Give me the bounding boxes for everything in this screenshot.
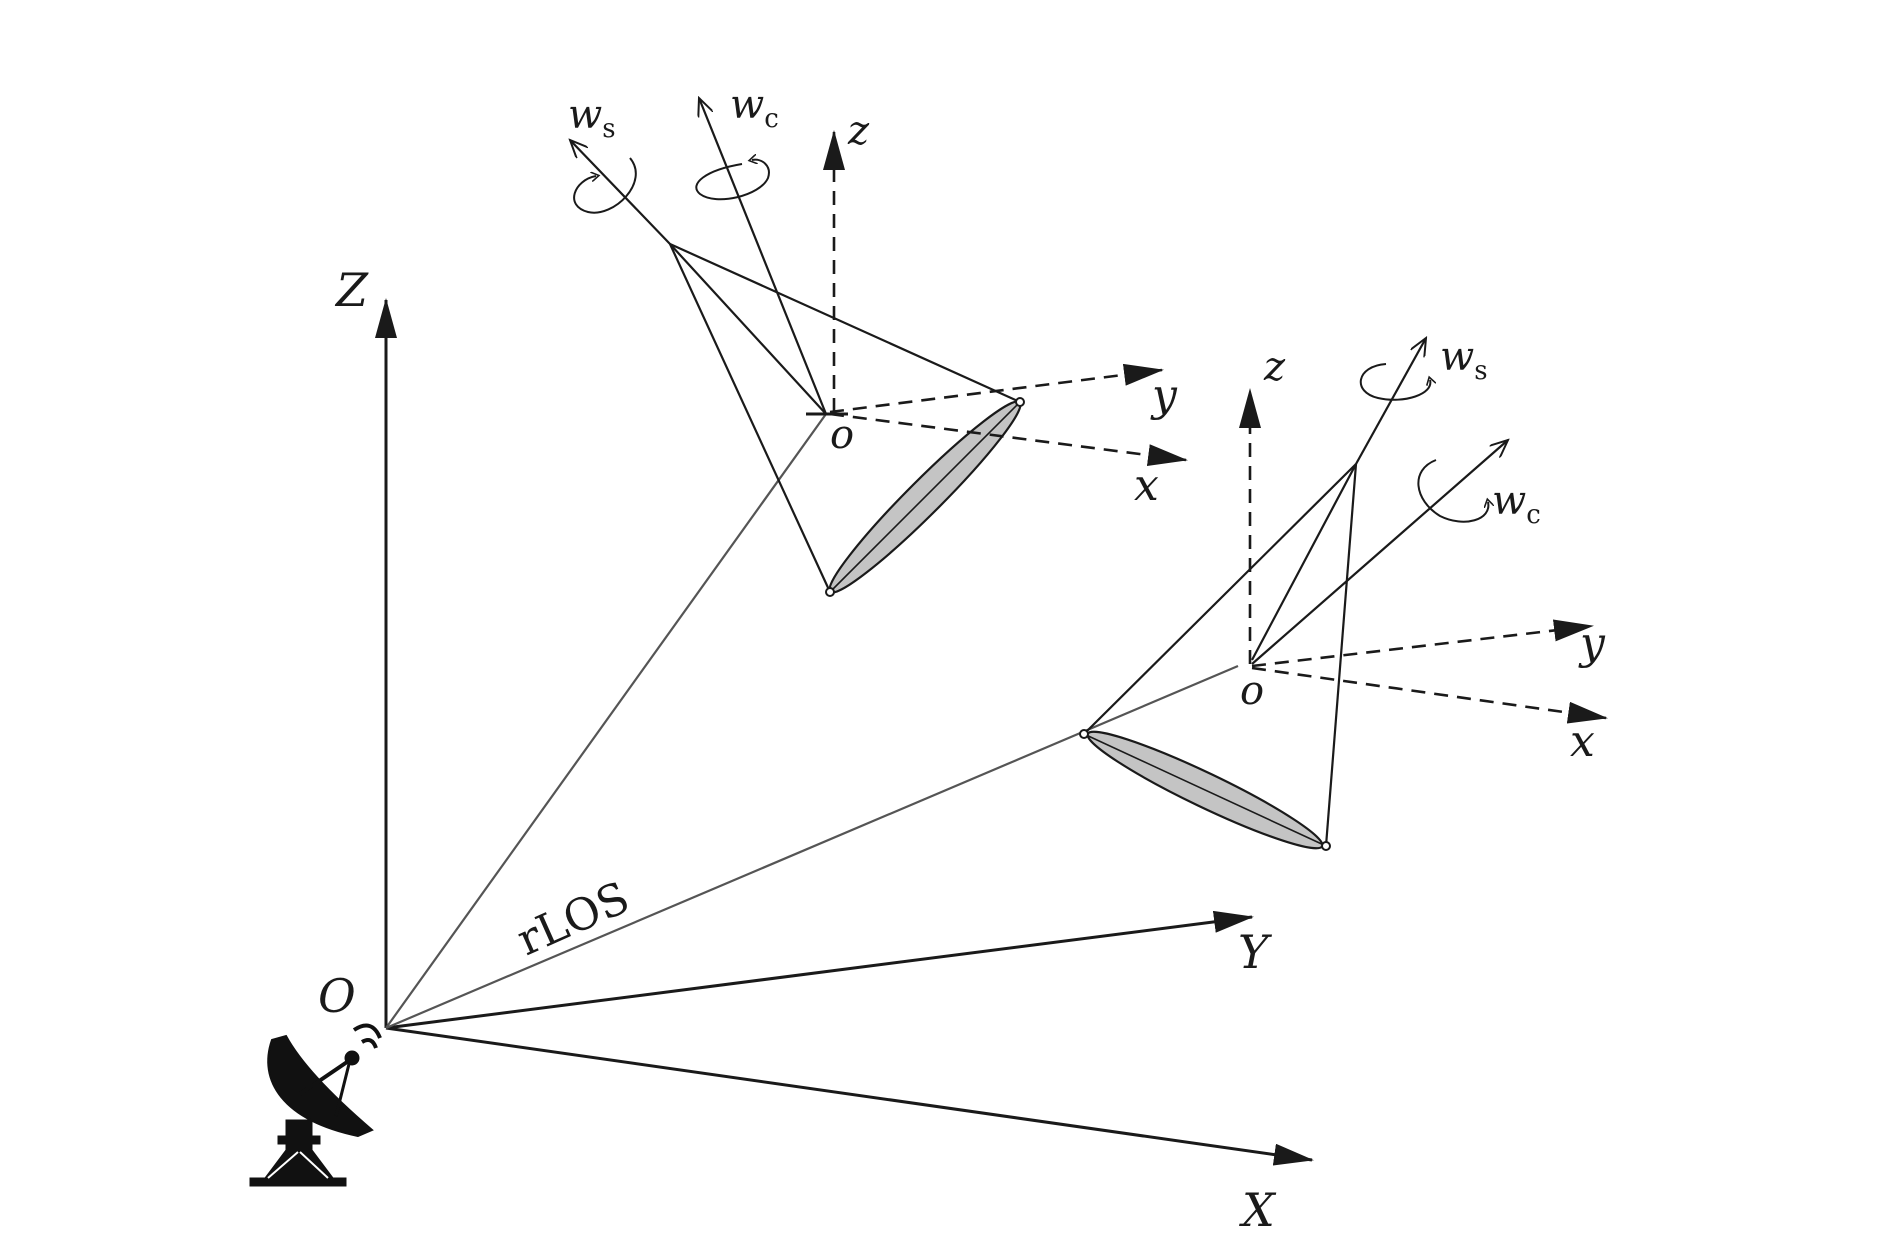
local-x-axis-right	[1251, 666, 1608, 724]
local-y-axis-left	[829, 363, 1164, 414]
spin-rotation-curl-right	[1359, 363, 1431, 401]
coning-label-left: wc	[730, 82, 779, 134]
spin-axis-right	[1355, 338, 1431, 465]
target-left: z y x o ws wc	[568, 82, 1188, 597]
global-y-label: Y	[1238, 925, 1273, 979]
local-axes-right	[1239, 388, 1608, 724]
los-line-right-target	[385, 664, 1239, 1030]
local-axes-left	[806, 130, 1188, 467]
local-z-label-right: z	[1263, 344, 1286, 390]
global-frame: Z Y X O	[318, 263, 1314, 1235]
coning-label-right: wc	[1492, 478, 1541, 530]
global-z-label: Z	[334, 263, 369, 317]
cone-body-right	[1083, 463, 1358, 847]
global-origin-label: O	[318, 969, 356, 1023]
global-x-axis	[385, 1026, 1314, 1166]
local-x-label-right: x	[1570, 716, 1595, 767]
spin-axis-left	[570, 140, 671, 245]
local-y-axis-right	[1251, 619, 1594, 668]
local-x-label-left: x	[1134, 460, 1159, 511]
local-x-axis-left	[829, 412, 1188, 467]
los-line-left-target	[385, 413, 827, 1029]
local-z-label-left: z	[847, 108, 870, 154]
spin-label-left: ws	[568, 92, 616, 144]
cone-base-left	[825, 397, 1025, 597]
coning-axis-right	[1251, 440, 1508, 665]
local-y-label-left: y	[1150, 370, 1178, 421]
cone-base-right	[1079, 729, 1331, 851]
coning-axis-left	[695, 98, 828, 415]
local-origin-label-right: o	[1240, 668, 1264, 714]
radar-dish-icon	[249, 1023, 382, 1187]
coning-rotation-curl-left	[695, 160, 770, 201]
coning-rotation-curl-right	[1417, 459, 1488, 523]
spin-label-right: ws	[1440, 334, 1488, 386]
global-y-axis	[385, 910, 1254, 1030]
local-origin-label-left: o	[830, 412, 854, 458]
cone-body-left	[669, 242, 1021, 593]
target-right: z y x o ws wc	[1079, 334, 1608, 851]
rlos-label: rLOS	[510, 872, 637, 966]
global-x-label: X	[1239, 1183, 1277, 1235]
local-y-label-right: y	[1578, 618, 1606, 669]
spin-rotation-curl-left	[573, 157, 637, 214]
